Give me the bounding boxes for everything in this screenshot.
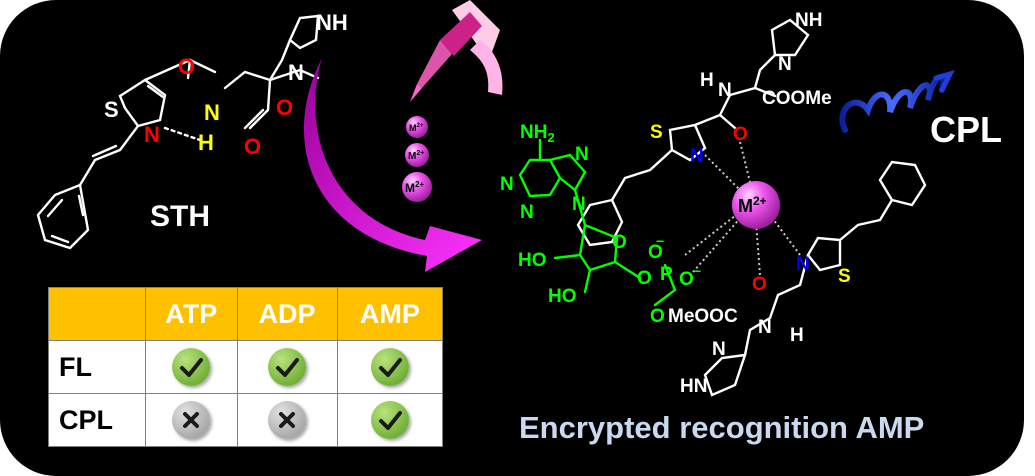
cpl-helix-icon (839, 70, 955, 133)
atom-MeOOC: MeOOC (668, 306, 738, 327)
sth-atom-labels: S N O N H O O NH N (104, 10, 348, 159)
atom-N: N (288, 60, 304, 85)
cell-fl-amp (336, 340, 444, 394)
cross-icon (172, 401, 211, 439)
cell-cpl-amp (336, 393, 444, 447)
atom-NH2: NH2 (520, 122, 555, 145)
atom-HO: HO (548, 286, 577, 307)
table-corner-cell (48, 287, 146, 341)
atom-N: N (204, 100, 220, 125)
atom-NH: NH (316, 10, 348, 35)
caption-text: Encrypted recognition AMP (519, 410, 925, 445)
sth-molecule (36, 14, 320, 250)
cross-icon (268, 401, 307, 439)
atom-O: O (178, 54, 195, 79)
atom-N: N (778, 54, 792, 75)
complex-ligand-upper (576, 18, 810, 247)
check-icon (172, 348, 211, 386)
curved-arrow (303, 58, 482, 272)
complex-atom-labels: S N O H N COOMe NH N N S O MeOOC N H N H… (650, 10, 851, 397)
atom-S: S (838, 266, 851, 287)
atom-N: N (520, 202, 534, 223)
atom-minus: − (656, 233, 664, 249)
atom-N: N (500, 174, 514, 195)
column-header-atp: ATP (145, 287, 238, 341)
atom-O: O (244, 134, 261, 159)
atom-H: H (198, 130, 214, 155)
cell-cpl-atp (145, 393, 238, 447)
complex-ligand-lower (703, 160, 927, 397)
column-header-amp: AMP (336, 287, 444, 341)
metal-sphere (405, 143, 429, 167)
atom-P: P (660, 264, 673, 285)
atom-minus: − (693, 263, 701, 279)
metal-ion-spheres: M2+ M2+ M2+ (402, 116, 432, 202)
atom-N: N (144, 122, 160, 147)
adenosine-ring (518, 138, 677, 307)
row-label-cpl: CPL (48, 393, 146, 447)
check-icon (370, 401, 409, 439)
atom-N: N (718, 80, 732, 101)
metal-label: M2+ (405, 180, 424, 195)
atom-HN: HN (680, 376, 707, 397)
atom-COOMe: COOMe (762, 88, 832, 109)
cell-fl-adp (236, 340, 338, 394)
cell-fl-atp (145, 340, 238, 394)
atom-S: S (104, 97, 119, 122)
atom-O: O (637, 268, 652, 289)
selectivity-table: ATP ADP AMP FL CPL (48, 287, 444, 447)
atom-N: N (796, 254, 810, 275)
metal-sphere (402, 172, 432, 202)
atom-O: O (648, 242, 663, 263)
atom-O: O (276, 95, 293, 120)
atom-N: N (690, 146, 704, 167)
sth-label: STH (150, 200, 210, 233)
pipette-icon (410, 0, 503, 102)
atom-NH: NH (795, 10, 822, 31)
metal-label: M2+ (408, 150, 424, 162)
atom-O: O (752, 274, 767, 295)
atom-N: N (758, 317, 772, 338)
cell-cpl-adp (236, 393, 338, 447)
table-row-fl: FL (48, 340, 444, 394)
atom-O: O (733, 124, 748, 145)
adenosine-atom-labels: NH2 N N N N O HO HO O P O O O − − (500, 122, 701, 327)
atom-H: H (790, 325, 804, 346)
atom-O: O (612, 232, 627, 253)
cpl-label: CPL (930, 109, 1002, 150)
metal-label-center: M2+ (738, 194, 767, 216)
column-header-adp: ADP (236, 287, 338, 341)
metal-label: M2+ (409, 123, 424, 133)
atom-HO: HO (518, 250, 547, 271)
atom-H: H (700, 70, 714, 91)
atom-S: S (650, 122, 663, 143)
table-header-row: ATP ADP AMP (48, 287, 444, 341)
check-icon (370, 348, 409, 386)
atom-N: N (712, 339, 726, 360)
atom-O: O (650, 306, 665, 327)
atom-N: N (575, 144, 589, 165)
check-icon (268, 348, 307, 386)
metal-sphere-center (732, 181, 780, 229)
row-label-fl: FL (48, 340, 146, 394)
atom-N: N (572, 194, 586, 215)
table-row-cpl: CPL (48, 393, 444, 447)
metal-sphere (406, 116, 428, 138)
atom-O: O (679, 269, 694, 290)
